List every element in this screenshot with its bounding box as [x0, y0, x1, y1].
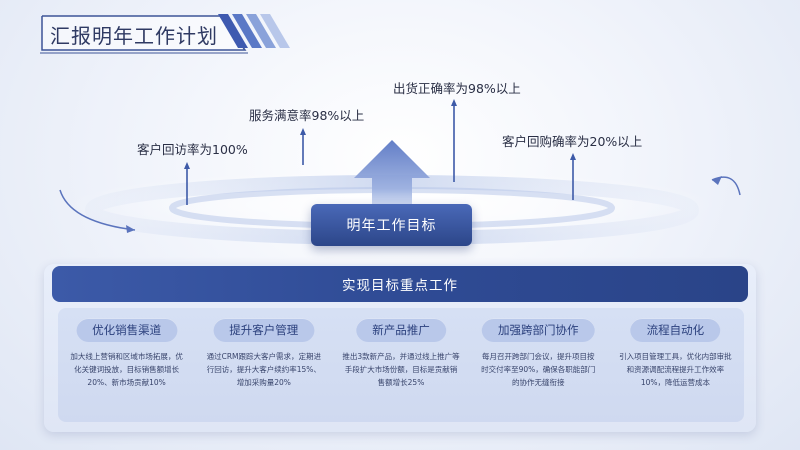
- work-item-desc: 引入项目管理工具，优化内部审批和资源调配流程提升工作效率10%，降低运营成本: [616, 350, 734, 389]
- metric-label: 服务满意率98%以上: [249, 105, 364, 124]
- work-item-title[interactable]: 加强跨部门协作: [482, 318, 595, 342]
- goal-button[interactable]: 明年工作目标: [311, 204, 472, 246]
- work-item-title[interactable]: 优化销售渠道: [76, 318, 177, 342]
- metric-label: 出货正确率为98%以上: [393, 78, 521, 97]
- panel-body: 优化销售渠道 加大线上营销和区域市场拓展，优化关键词投放，目标销售额增长20%、…: [58, 308, 744, 422]
- metric-label: 客户回购确率为20%以上: [502, 131, 642, 150]
- work-item: 提升客户管理 通过CRM跟踪大客户需求，定期进行回访，提升大客户续约率15%、增…: [195, 308, 332, 422]
- work-item-desc: 通过CRM跟踪大客户需求，定期进行回访，提升大客户续约率15%、增加采购量20%: [205, 350, 323, 389]
- work-item: 流程自动化 引入项目管理工具，优化内部审批和资源调配流程提升工作效率10%，降低…: [607, 308, 744, 422]
- work-item-desc: 推出3款新产品，并通过线上推广等手段扩大市场份额，目标是贡献销售额增长25%: [342, 350, 460, 389]
- work-item-title[interactable]: 提升客户管理: [213, 318, 314, 342]
- work-item-desc: 每月召开跨部门会议，提升项目按时交付率至90%，确保各职能部门的协作无缝衔接: [479, 350, 597, 389]
- work-item-desc: 加大线上营销和区域市场拓展，优化关键词投放，目标销售额增长20%、新市场贡献10…: [68, 350, 186, 389]
- work-item-title[interactable]: 流程自动化: [631, 318, 721, 342]
- work-item: 加强跨部门协作 每月召开跨部门会议，提升项目按时交付率至90%，确保各职能部门的…: [470, 308, 607, 422]
- metric-label: 客户回访率为100%: [137, 139, 248, 158]
- work-item: 新产品推广 推出3款新产品，并通过线上推广等手段扩大市场份额，目标是贡献销售额增…: [332, 308, 469, 422]
- work-item-title[interactable]: 新产品推广: [356, 318, 446, 342]
- panel-header: 实现目标重点工作: [52, 266, 748, 302]
- key-work-panel: 实现目标重点工作 优化销售渠道 加大线上营销和区域市场拓展，优化关键词投放，目标…: [44, 264, 756, 432]
- work-item: 优化销售渠道 加大线上营销和区域市场拓展，优化关键词投放，目标销售额增长20%、…: [58, 308, 195, 422]
